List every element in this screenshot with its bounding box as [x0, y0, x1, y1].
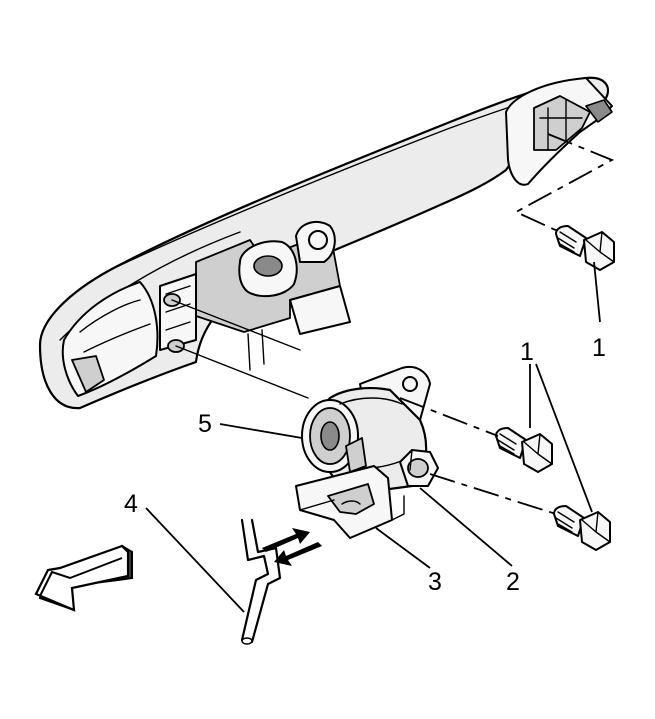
callout-1-top: 1 [592, 334, 606, 362]
bolt-middle [495, 427, 553, 473]
leader-lines [145, 261, 601, 613]
bolt-top [555, 225, 615, 271]
front-direction-arrow-icon [34, 544, 133, 612]
lock-cylinder-nut [399, 449, 439, 487]
handle-mechanism [159, 220, 351, 399]
callout-4: 4 [124, 490, 138, 518]
bolt-bottom [553, 505, 611, 551]
lock-cylinder-retainer [295, 465, 405, 539]
callout-2: 2 [506, 568, 520, 596]
callout-1-pair: 1 [520, 338, 534, 366]
alignment-lines [399, 133, 615, 515]
lock-rod [240, 518, 282, 645]
motion-arrows-icon [262, 528, 322, 566]
lock-cylinder [301, 366, 431, 496]
callout-3: 3 [428, 568, 442, 596]
callout-5: 5 [198, 410, 212, 438]
